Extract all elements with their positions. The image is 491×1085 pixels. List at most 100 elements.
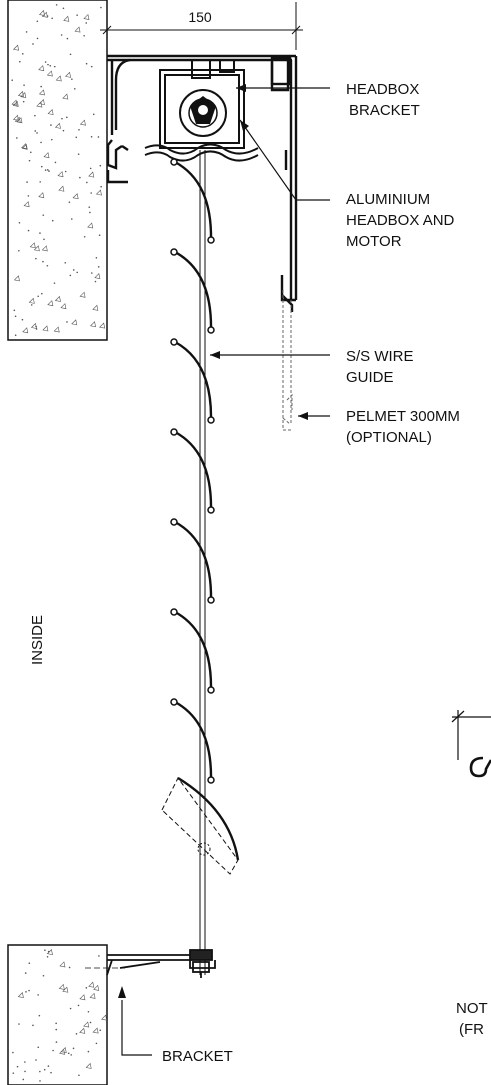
- concrete-aggregate: [89, 1021, 92, 1024]
- louvre-blade: [170, 338, 215, 424]
- concrete-aggregate: [66, 321, 68, 323]
- concrete-aggregate: [94, 280, 97, 283]
- concrete-aggregate: [79, 176, 81, 179]
- concrete-aggregate: [47, 300, 54, 307]
- concrete-aggregate: [30, 151, 32, 154]
- concrete-aggregate: [39, 1080, 41, 1082]
- concrete-aggregate: [76, 271, 79, 274]
- concrete-aggregate: [69, 274, 72, 277]
- concrete-aggregate: [93, 984, 100, 991]
- concrete-aggregate: [69, 53, 72, 56]
- concrete-aggregate: [16, 137, 18, 139]
- concrete-aggregate: [90, 135, 93, 138]
- concrete-aggregate: [95, 257, 98, 259]
- concrete-aggregate: [14, 315, 17, 318]
- label-aluminium-2: HEADBOX AND: [346, 212, 455, 229]
- label-note-2: (FR: [459, 1021, 484, 1038]
- concrete-aggregate: [95, 1042, 98, 1045]
- concrete-aggregate: [14, 334, 17, 337]
- concrete-aggregate: [46, 70, 53, 77]
- concrete-aggregate: [97, 136, 100, 138]
- concrete-aggregate: [21, 53, 24, 55]
- aluminium-headbox: [106, 54, 298, 312]
- concrete-aggregate: [48, 170, 50, 172]
- concrete-aggregate: [22, 1078, 25, 1081]
- concrete-aggregate: [22, 100, 25, 103]
- concrete-aggregate: [11, 99, 18, 106]
- upper-concrete-wall: [7, 0, 108, 341]
- concrete-aggregate: [92, 113, 95, 116]
- concrete-aggregate: [38, 65, 45, 72]
- wire-guide: [199, 150, 206, 975]
- concrete-aggregate: [39, 1070, 41, 1073]
- concrete-aggregate: [32, 43, 34, 45]
- label-headbox-bracket-1: HEADBOX: [346, 81, 419, 98]
- concrete-aggregate: [85, 22, 88, 24]
- concrete-aggregate: [40, 85, 42, 88]
- arrow-heads: [118, 84, 308, 998]
- concrete-aggregate: [71, 78, 73, 80]
- concrete-aggregate: [23, 84, 25, 86]
- label-inside: INSIDE: [29, 615, 46, 665]
- concrete-aggregate: [18, 1023, 20, 1025]
- concrete-aggregate: [25, 991, 27, 993]
- concrete-aggregate: [77, 153, 80, 155]
- concrete-aggregate: [64, 261, 67, 264]
- concrete-aggregate: [28, 989, 30, 992]
- louvre-blade: [170, 608, 215, 694]
- concrete-aggregate: [36, 101, 43, 108]
- concrete-aggregate: [33, 245, 40, 252]
- concrete-aggregate: [98, 955, 100, 957]
- concrete-aggregate: [47, 109, 54, 115]
- concrete-aggregate: [38, 192, 45, 199]
- concrete-aggregate: [99, 322, 106, 329]
- concrete-aggregate: [27, 195, 30, 197]
- concrete-aggregate: [100, 6, 102, 9]
- concrete-aggregate: [58, 983, 65, 990]
- concrete-aggregate: [62, 7, 65, 10]
- concrete-aggregate: [66, 116, 68, 119]
- label-wire-guide-2: GUIDE: [346, 369, 394, 386]
- concrete-aggregate: [89, 167, 92, 170]
- width-dimension-value: 150: [188, 9, 212, 25]
- concrete-aggregate: [88, 981, 95, 988]
- label-bracket: BRACKET: [162, 1048, 233, 1065]
- concrete-aggregate: [20, 92, 27, 99]
- concrete-aggregate: [79, 119, 86, 126]
- concrete-aggregate: [67, 1052, 70, 1055]
- concrete-aggregate: [41, 245, 48, 252]
- label-wire-guide-1: S/S WIRE: [346, 348, 414, 365]
- concrete-aggregate: [88, 171, 95, 178]
- concrete-aggregate: [51, 219, 54, 222]
- blade-hook: [170, 698, 178, 706]
- concrete-aggregate: [70, 1054, 73, 1056]
- concrete-aggregate: [18, 249, 20, 252]
- concrete-aggregate: [98, 234, 101, 237]
- concrete-aggregate: [72, 269, 75, 271]
- concrete-aggregate: [86, 181, 88, 184]
- blade-hook: [207, 776, 215, 784]
- louvre-blades: [170, 158, 215, 784]
- concrete-aggregate: [42, 260, 44, 263]
- concrete-aggregate: [38, 9, 45, 16]
- concrete-aggregate: [21, 143, 28, 150]
- concrete-aggregate: [36, 132, 38, 134]
- concrete-aggregate: [43, 238, 45, 241]
- concrete-aggregate: [49, 64, 52, 67]
- concrete-aggregate: [83, 235, 86, 238]
- concrete-aggregate: [53, 326, 60, 333]
- concrete-aggregate: [68, 201, 71, 203]
- concrete-aggregate: [12, 114, 19, 121]
- concrete-aggregate: [28, 297, 35, 304]
- concrete-aggregate: [90, 192, 92, 194]
- concrete-aggregate: [24, 1070, 26, 1073]
- concrete-aggregate: [55, 1022, 57, 1025]
- bottom-blade-tilted: [161, 776, 240, 875]
- concrete-aggregate: [83, 34, 85, 37]
- louvre-blade: [170, 248, 215, 334]
- concrete-aggregate: [63, 15, 70, 22]
- concrete-aggregate: [46, 264, 49, 267]
- concrete-aggregate: [79, 994, 86, 1001]
- concrete-aggregate: [85, 987, 88, 989]
